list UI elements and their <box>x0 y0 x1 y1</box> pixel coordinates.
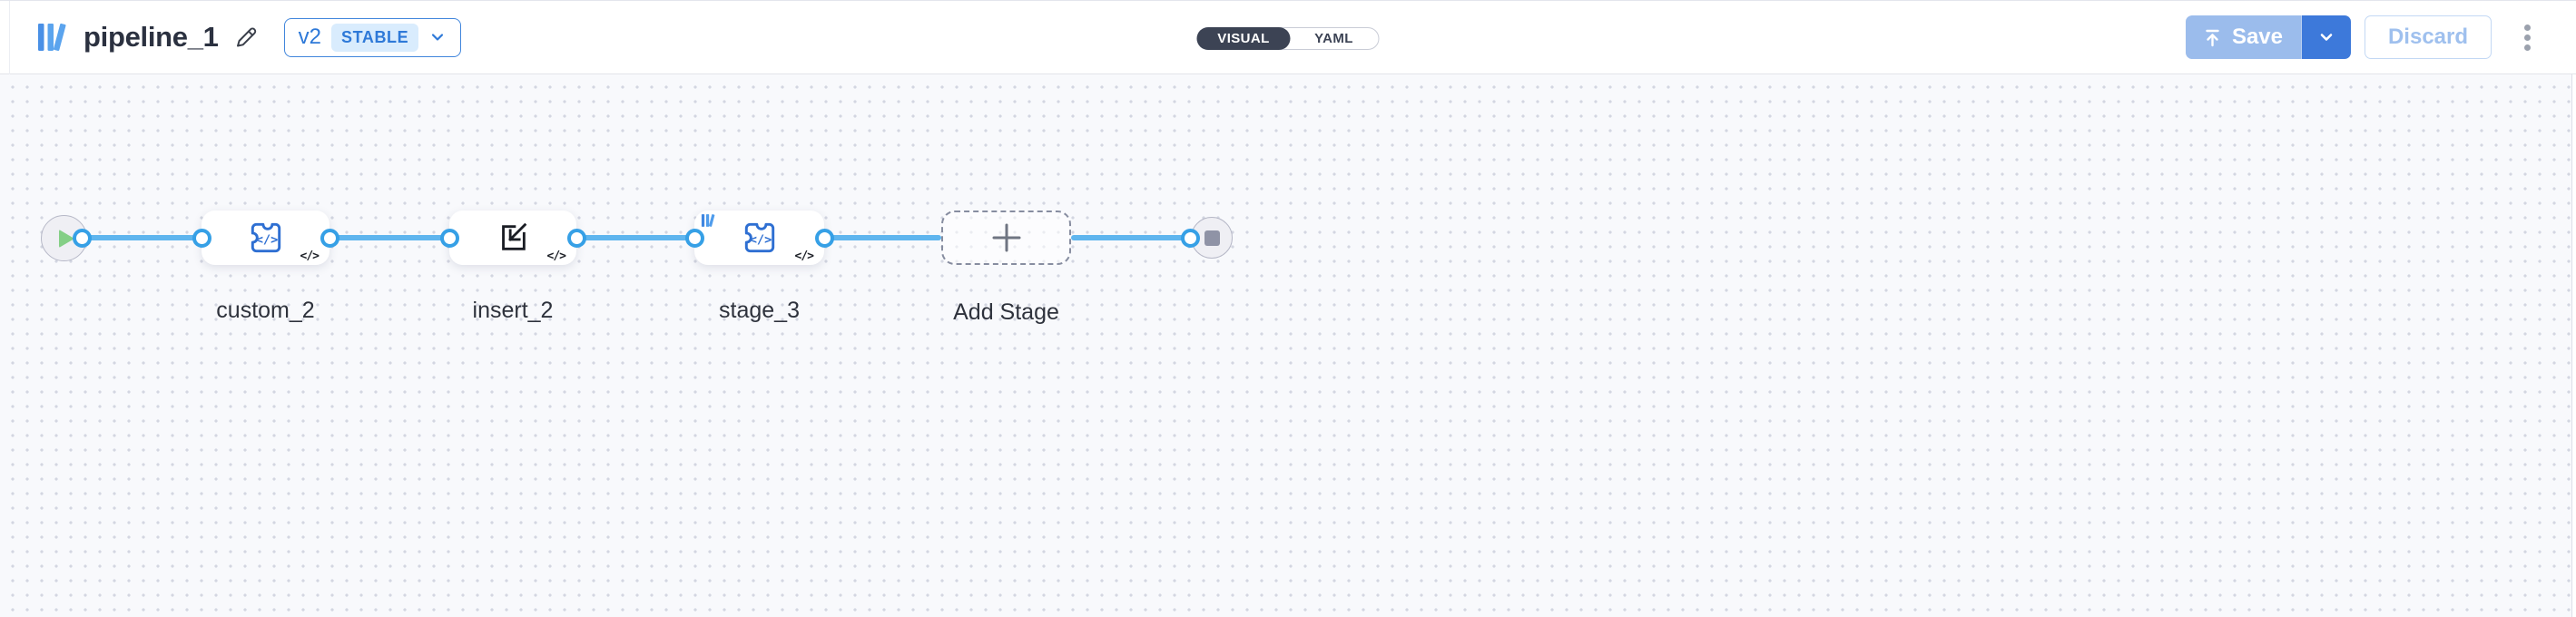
stop-icon <box>1204 230 1220 246</box>
version-label: v2 <box>298 24 321 49</box>
header-left: pipeline_1 v2 STABLE <box>36 17 462 57</box>
chevron-down-icon <box>2316 27 2336 47</box>
code-badge: </> <box>546 250 567 263</box>
kebab-dot <box>2524 34 2531 41</box>
save-split-button: Save <box>2185 15 2351 59</box>
more-options-button[interactable] <box>2521 21 2534 54</box>
version-status-badge: STABLE <box>330 23 419 52</box>
save-button-label: Save <box>2231 24 2283 49</box>
window-right-edge <box>2571 0 2576 617</box>
upload-icon <box>2202 27 2223 48</box>
kebab-dot <box>2524 24 2531 31</box>
play-icon <box>58 229 74 248</box>
save-button[interactable]: Save <box>2185 15 2301 59</box>
svg-text:</>: </> <box>749 232 772 247</box>
custom-function-icon: </> <box>741 219 779 257</box>
discard-button[interactable]: Discard <box>2365 15 2492 59</box>
stage-label: Add Stage <box>953 299 1059 325</box>
pipeline-end-node[interactable] <box>1191 217 1233 259</box>
add-stage-button[interactable]: Add Stage <box>941 211 1071 325</box>
stage-label: insert_2 <box>472 298 554 323</box>
chevron-down-icon <box>428 28 447 46</box>
header-actions: Save Discard <box>2185 15 2534 59</box>
custom-function-icon: </> <box>247 219 285 257</box>
port-stage_3-in[interactable] <box>685 229 704 248</box>
connection-line <box>824 235 941 240</box>
pipeline-canvas[interactable]: </> </> custom_2 </> insert_2 <box>0 74 2571 617</box>
connection-line <box>329 235 449 240</box>
stage-label: stage_3 <box>719 298 800 323</box>
code-badge: </> <box>794 250 815 263</box>
pencil-icon <box>233 24 259 50</box>
pipeline-logo-icon <box>36 22 70 53</box>
tab-yaml[interactable]: YAML <box>1290 28 1379 49</box>
svg-text:</>: </> <box>255 232 278 247</box>
connection-line <box>82 235 202 240</box>
port-insert_2-out[interactable] <box>567 229 586 248</box>
port-stage_3-out[interactable] <box>815 229 834 248</box>
save-options-button[interactable] <box>2301 15 2351 59</box>
panel-divider <box>9 1 10 74</box>
connection-line <box>1071 235 1190 240</box>
stage-label: custom_2 <box>216 298 315 323</box>
edit-title-button[interactable] <box>233 24 259 50</box>
port-start-out[interactable] <box>73 229 92 248</box>
view-mode-toggle: VISUAL YAML <box>1196 27 1380 50</box>
stage-node-custom_2[interactable]: </> </> custom_2 <box>202 211 329 323</box>
code-badge: </> <box>300 250 320 263</box>
pipeline-in-badge-icon <box>701 213 716 228</box>
plus-icon <box>990 221 1023 254</box>
port-end-in[interactable] <box>1181 229 1200 248</box>
stage-node-insert_2[interactable]: </> insert_2 <box>449 211 576 323</box>
header: pipeline_1 v2 STABLE <box>0 0 2576 74</box>
tab-visual[interactable]: VISUAL <box>1196 27 1291 50</box>
version-selector[interactable]: v2 STABLE <box>283 17 462 57</box>
port-custom_2-out[interactable] <box>320 229 339 248</box>
stage-node-stage_3[interactable]: </> </> stage_3 <box>694 211 824 323</box>
port-insert_2-in[interactable] <box>440 229 459 248</box>
insert-icon <box>496 220 530 255</box>
port-custom_2-in[interactable] <box>192 229 211 248</box>
connection-line <box>576 235 694 240</box>
kebab-dot <box>2524 44 2531 51</box>
page-title: pipeline_1 <box>84 21 219 53</box>
